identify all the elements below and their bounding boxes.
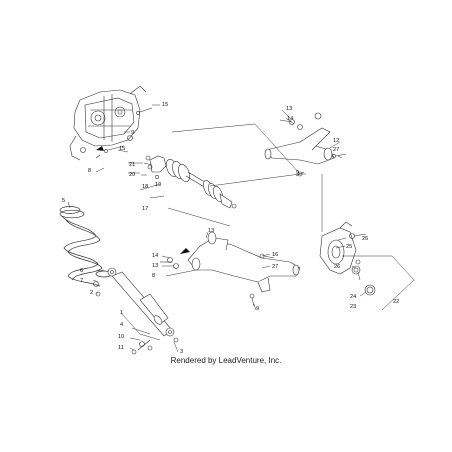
callout-13: 13 (152, 263, 158, 269)
callout-15: 15 (119, 146, 125, 152)
pointer-arrow-upper (96, 146, 104, 151)
callout-24: 24 (350, 294, 356, 300)
callout-11: 11 (118, 345, 124, 351)
callout-2: 2 (90, 290, 93, 296)
callout-26: 26 (362, 236, 368, 242)
callout-1: 1 (120, 310, 123, 316)
callout-22: 22 (393, 299, 399, 305)
steering-knuckle (319, 221, 357, 275)
callout-21: 21 (129, 162, 135, 168)
axle-clips (143, 155, 160, 180)
callout-8: 8 (88, 168, 91, 174)
callout-19: 19 (155, 182, 161, 188)
housing-bolts (95, 107, 153, 159)
callout-14: 14 (152, 253, 158, 259)
callout-20: 20 (129, 172, 135, 178)
lower-a-arm (187, 231, 301, 293)
callout-18: 18 (142, 184, 148, 190)
callout-7: 7 (80, 278, 83, 284)
callout-16: 16 (272, 252, 278, 258)
callout-13: 13 (286, 106, 292, 112)
callout-5: 5 (62, 198, 65, 204)
callout-12: 12 (333, 138, 339, 144)
cv-drive-axle (149, 155, 237, 209)
callout-10: 10 (118, 334, 124, 340)
callout-9: 9 (296, 170, 299, 176)
callout-26: 26 (334, 264, 340, 270)
callout-27: 27 (333, 147, 339, 153)
callout-17: 17 (142, 206, 148, 212)
transmission-housing (69, 85, 147, 161)
callout-25: 25 (346, 244, 352, 250)
render-credit: Rendered by LeadVenture, Inc. (170, 356, 282, 365)
callout-15: 15 (162, 102, 168, 108)
callout-13: 13 (208, 228, 214, 234)
callout-9: 9 (131, 130, 134, 136)
callout-23: 23 (350, 304, 356, 310)
upper-a-arm (264, 127, 335, 165)
callout-4: 4 (120, 322, 123, 328)
callout-27: 27 (272, 264, 278, 270)
callout-3: 3 (180, 349, 183, 355)
callout-14: 14 (287, 116, 293, 122)
callout-9: 9 (256, 306, 259, 312)
callout-6: 6 (80, 268, 83, 274)
pointer-arrow-lower (180, 248, 190, 254)
coil-spring (59, 206, 113, 287)
shock-absorber (107, 267, 175, 337)
leader-lines (67, 104, 415, 353)
callout-labels: 15 9 15 8 21 20 18 19 17 13 14 12 27 9 5… (62, 102, 399, 355)
callout-8: 8 (152, 273, 155, 279)
knuckle-hardware (349, 233, 376, 296)
